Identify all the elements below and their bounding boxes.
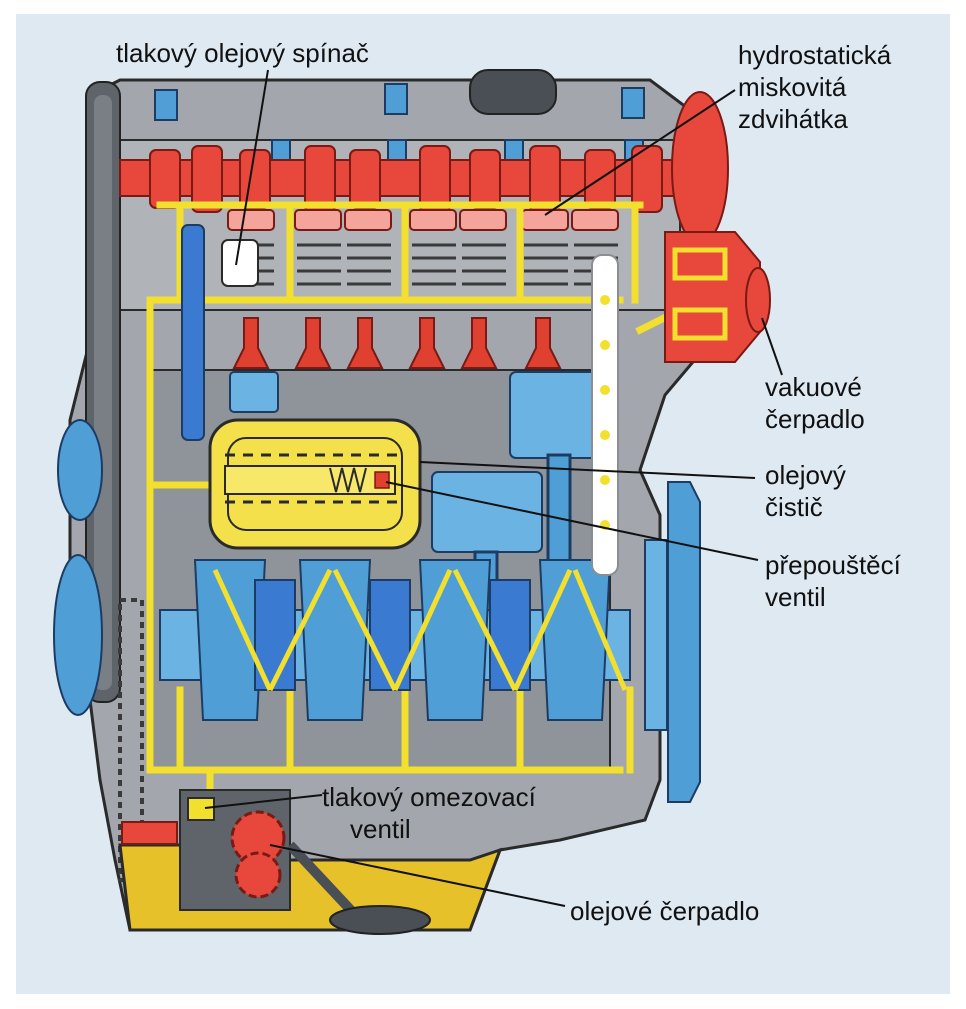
valves <box>232 317 562 369</box>
label-hydro-tappets-line1: hydrostatická <box>738 40 892 70</box>
oil-strainer <box>329 905 431 935</box>
bypass-valve-spring <box>329 467 367 493</box>
tappets <box>227 209 619 231</box>
timing-belt-inner <box>94 95 112 690</box>
label-vacuum-pump-line1: vakuové <box>765 372 862 402</box>
bypass-valve-ball <box>374 471 390 489</box>
valve-springs <box>230 243 618 286</box>
oil-pump <box>121 789 431 935</box>
relief-valve <box>187 797 215 821</box>
camshaft <box>119 91 729 245</box>
oil-pickup-pipe <box>286 841 364 924</box>
label-oil-filter-line2: čistič <box>765 492 823 522</box>
label-pressure-relief-line1: tlakový omezovací <box>322 782 536 812</box>
leader-pressure-switch <box>235 69 269 266</box>
oil-filter <box>208 418 422 550</box>
leader-vacuum-pump <box>761 317 783 376</box>
pistons <box>229 371 601 553</box>
flywheel-side <box>644 481 701 803</box>
pressure-switch-body <box>221 239 259 287</box>
leader-lines <box>204 69 783 907</box>
vacuum-pump <box>664 231 771 363</box>
label-pressure-relief-line2: ventil <box>350 814 411 844</box>
label-hydro-tappets-line2: miskovitá <box>738 72 847 102</box>
pressure-switch-rod <box>181 224 205 441</box>
leader-tappets <box>544 89 736 216</box>
label-oil-filter-line1: olejový <box>765 460 846 490</box>
leader-oil-pump <box>269 844 566 907</box>
label-oil-pump: olejové čerpadlo <box>570 896 760 926</box>
crank-oil-drillings <box>212 568 628 692</box>
oil-return-duct <box>591 254 619 576</box>
label-vacuum-pump-line2: čerpadlo <box>765 404 865 434</box>
leader-pressure-relief <box>204 794 323 809</box>
label-bypass-valve-line2: ventil <box>765 582 826 612</box>
oil-filler-cap <box>469 69 557 115</box>
label-oil-pressure-switch: tlakový olejový spínač <box>116 38 369 68</box>
label-bypass-valve-line1: přepouštěcí <box>765 550 901 580</box>
leader-oil-filter <box>419 461 756 479</box>
front-pulleys <box>53 419 144 882</box>
leader-bypass-valve <box>385 481 759 561</box>
label-hydro-tappets-line3: zdvihátka <box>738 104 848 134</box>
